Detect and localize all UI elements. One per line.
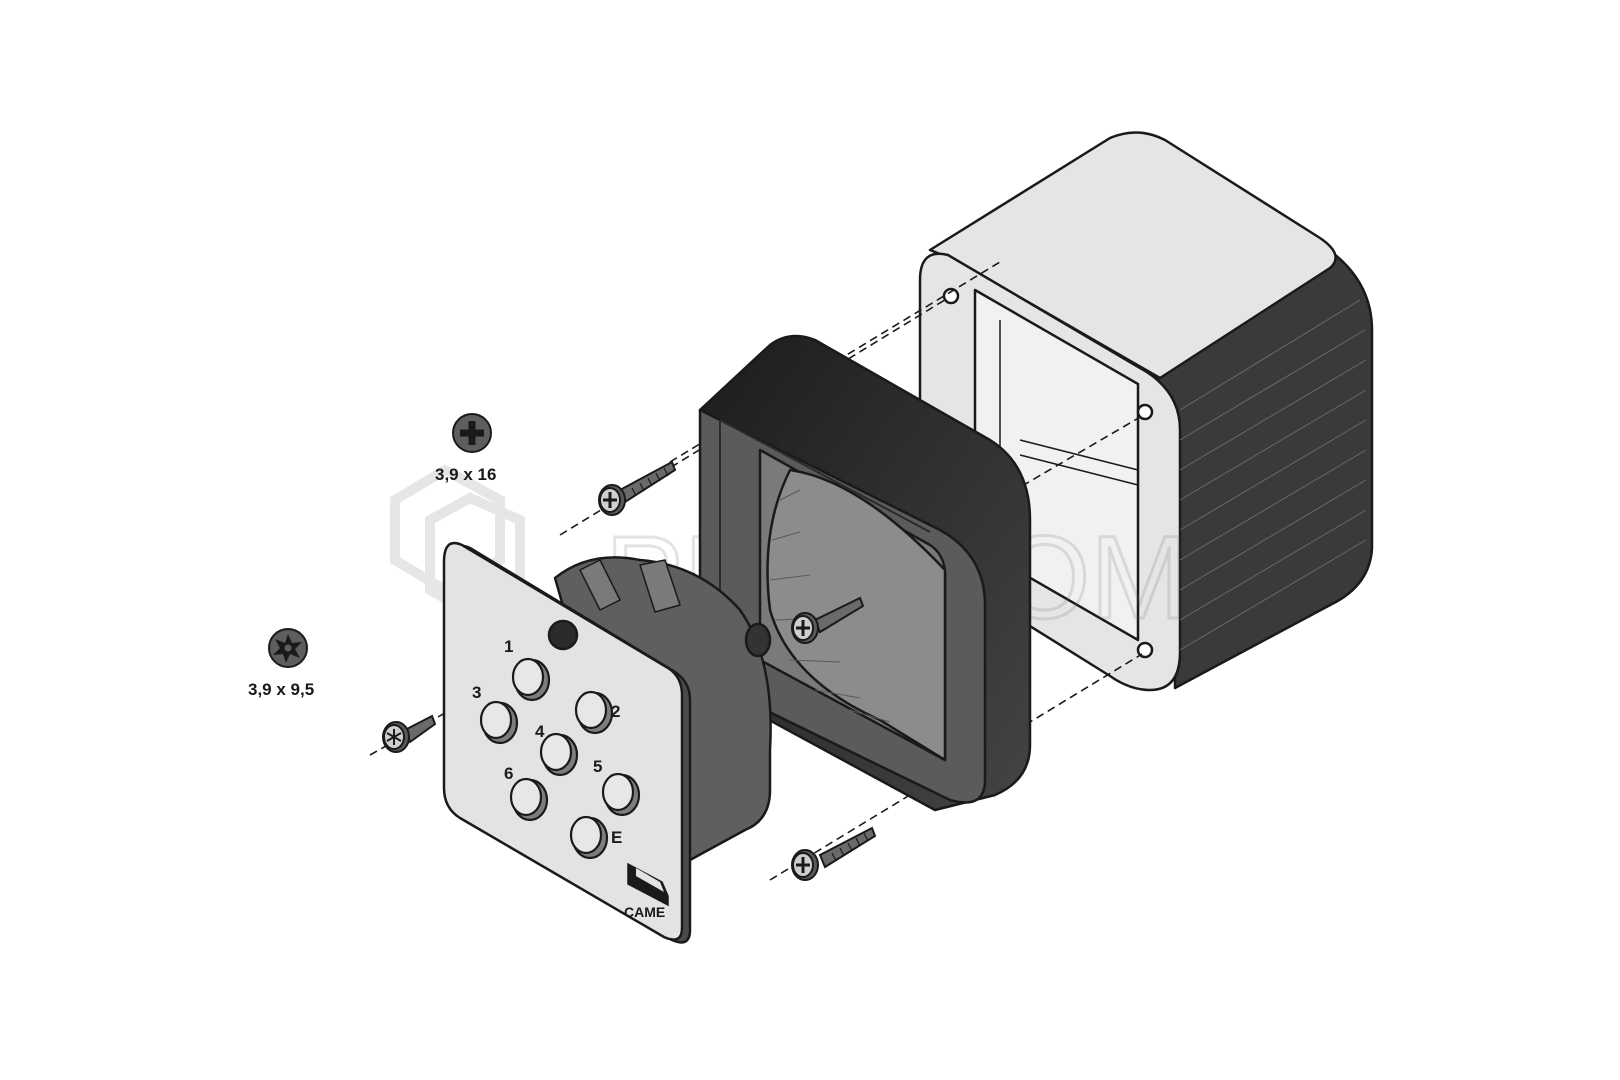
- wall-box-hole-right: [1136, 403, 1154, 421]
- keypad-button-2: [574, 690, 614, 735]
- key-label-3: 3: [472, 683, 481, 702]
- screw-phillips-middle: [791, 596, 865, 644]
- keypad-screw-hole: [547, 619, 579, 651]
- key-label-1: 1: [504, 637, 513, 656]
- key-label-e: E: [611, 828, 622, 847]
- keypad-button-e: [569, 815, 609, 860]
- screw-legend-torx: 3,9 x 9,5: [248, 628, 314, 699]
- keypad-button-5: [601, 772, 641, 817]
- key-label-2: 2: [611, 702, 620, 721]
- keypad-button-4: [539, 732, 579, 777]
- key-label-4: 4: [535, 722, 545, 741]
- came-logo-text: CAME: [624, 904, 665, 920]
- screw-legend-phillips: 3,9 x 16: [435, 413, 496, 484]
- key-label-5: 5: [593, 757, 602, 776]
- screw-phillips-lower: [791, 826, 877, 881]
- wall-box-texture: [1179, 299, 1367, 651]
- torx-screw-size: 3,9 x 9,5: [248, 680, 314, 699]
- screw-phillips-upper: [598, 460, 677, 516]
- phillips-screw-size: 3,9 x 16: [435, 465, 496, 484]
- keypad-body-hole: [744, 622, 772, 658]
- wall-box-top: [928, 131, 1337, 380]
- frame-tube-texture: [769, 489, 891, 723]
- keypad-button-3: [479, 700, 519, 745]
- keypad-button-6: [509, 777, 549, 822]
- keypad-button-1: [511, 657, 551, 702]
- keypad-buttons: [479, 657, 641, 860]
- wall-box-hole-top: [942, 287, 960, 305]
- screw-torx: [382, 714, 437, 753]
- came-logo: CAME: [624, 862, 669, 920]
- keypad-labels: 1 2 3 4 5 6 E: [472, 637, 622, 847]
- watermark-logo-icon: [390, 464, 505, 596]
- key-label-6: 6: [504, 764, 513, 783]
